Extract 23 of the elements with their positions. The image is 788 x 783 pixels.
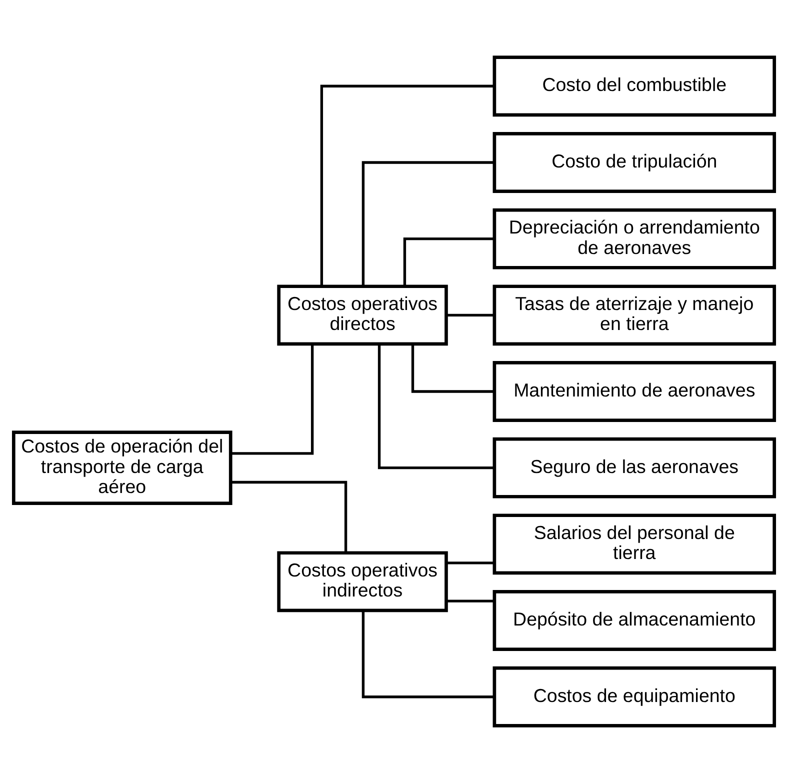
node-box: Costo de tripulación [492,132,776,193]
connector [446,562,494,564]
node-box: Costos de operación del transporte de carga aéreo [12,430,232,505]
connector [362,161,494,286]
connector [446,314,494,316]
connector [320,84,494,286]
connector [378,344,494,470]
node-box: Depreciación o arrendamiento de aeronaves [492,208,776,270]
node-box: Salarios del personal de tierra [492,514,776,575]
node-box: Costos operativos directos [277,284,448,346]
connector [231,344,314,455]
node-box: Costo del combustible [492,56,776,117]
connector [230,480,348,552]
node-box: Tasas de aterrizaje y manejo en tierra [492,284,776,346]
connector [403,237,494,286]
connector [362,610,494,698]
node-box: Depósito de almacenamiento [492,590,776,651]
node-box: Costos de equipamiento [492,666,776,728]
node-box: Costos operativos indirectos [277,551,448,612]
connector [446,600,494,602]
node-box: Mantenimiento de aeronaves [492,361,776,422]
node-box: Seguro de las aeronaves [492,437,776,498]
connector [411,344,494,393]
